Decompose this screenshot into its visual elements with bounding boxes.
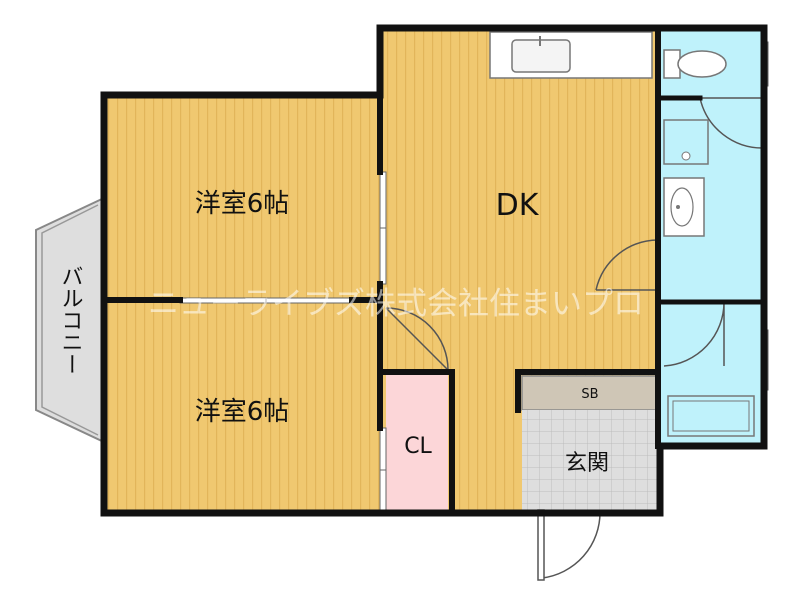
door-swings [385,97,765,579]
dining-kitchen-label: DK [496,188,540,223]
western-room-bottom-label: 洋室6帖 [195,397,290,427]
shoe-box [521,375,659,411]
bathtub [667,395,755,437]
toilet-bowl [677,50,727,78]
sliding-doors [179,171,387,511]
walls [100,24,768,517]
shoe-box-label: SB [581,387,598,402]
western-room-bottom-floor [104,300,380,513]
entrance-floor [522,410,658,510]
western-room-top-floor [104,95,380,300]
watermark: ニューライブズ株式会社住まいプロ [148,286,644,322]
balcony-label: バルコニー [58,265,83,375]
closet-label: CL [404,434,432,459]
western-room-top-label: 洋室6帖 [195,189,290,219]
balcony-rail [41,204,99,436]
closet-floor [386,374,448,510]
front-door [537,509,545,581]
entrance-label: 玄関 [565,451,609,476]
